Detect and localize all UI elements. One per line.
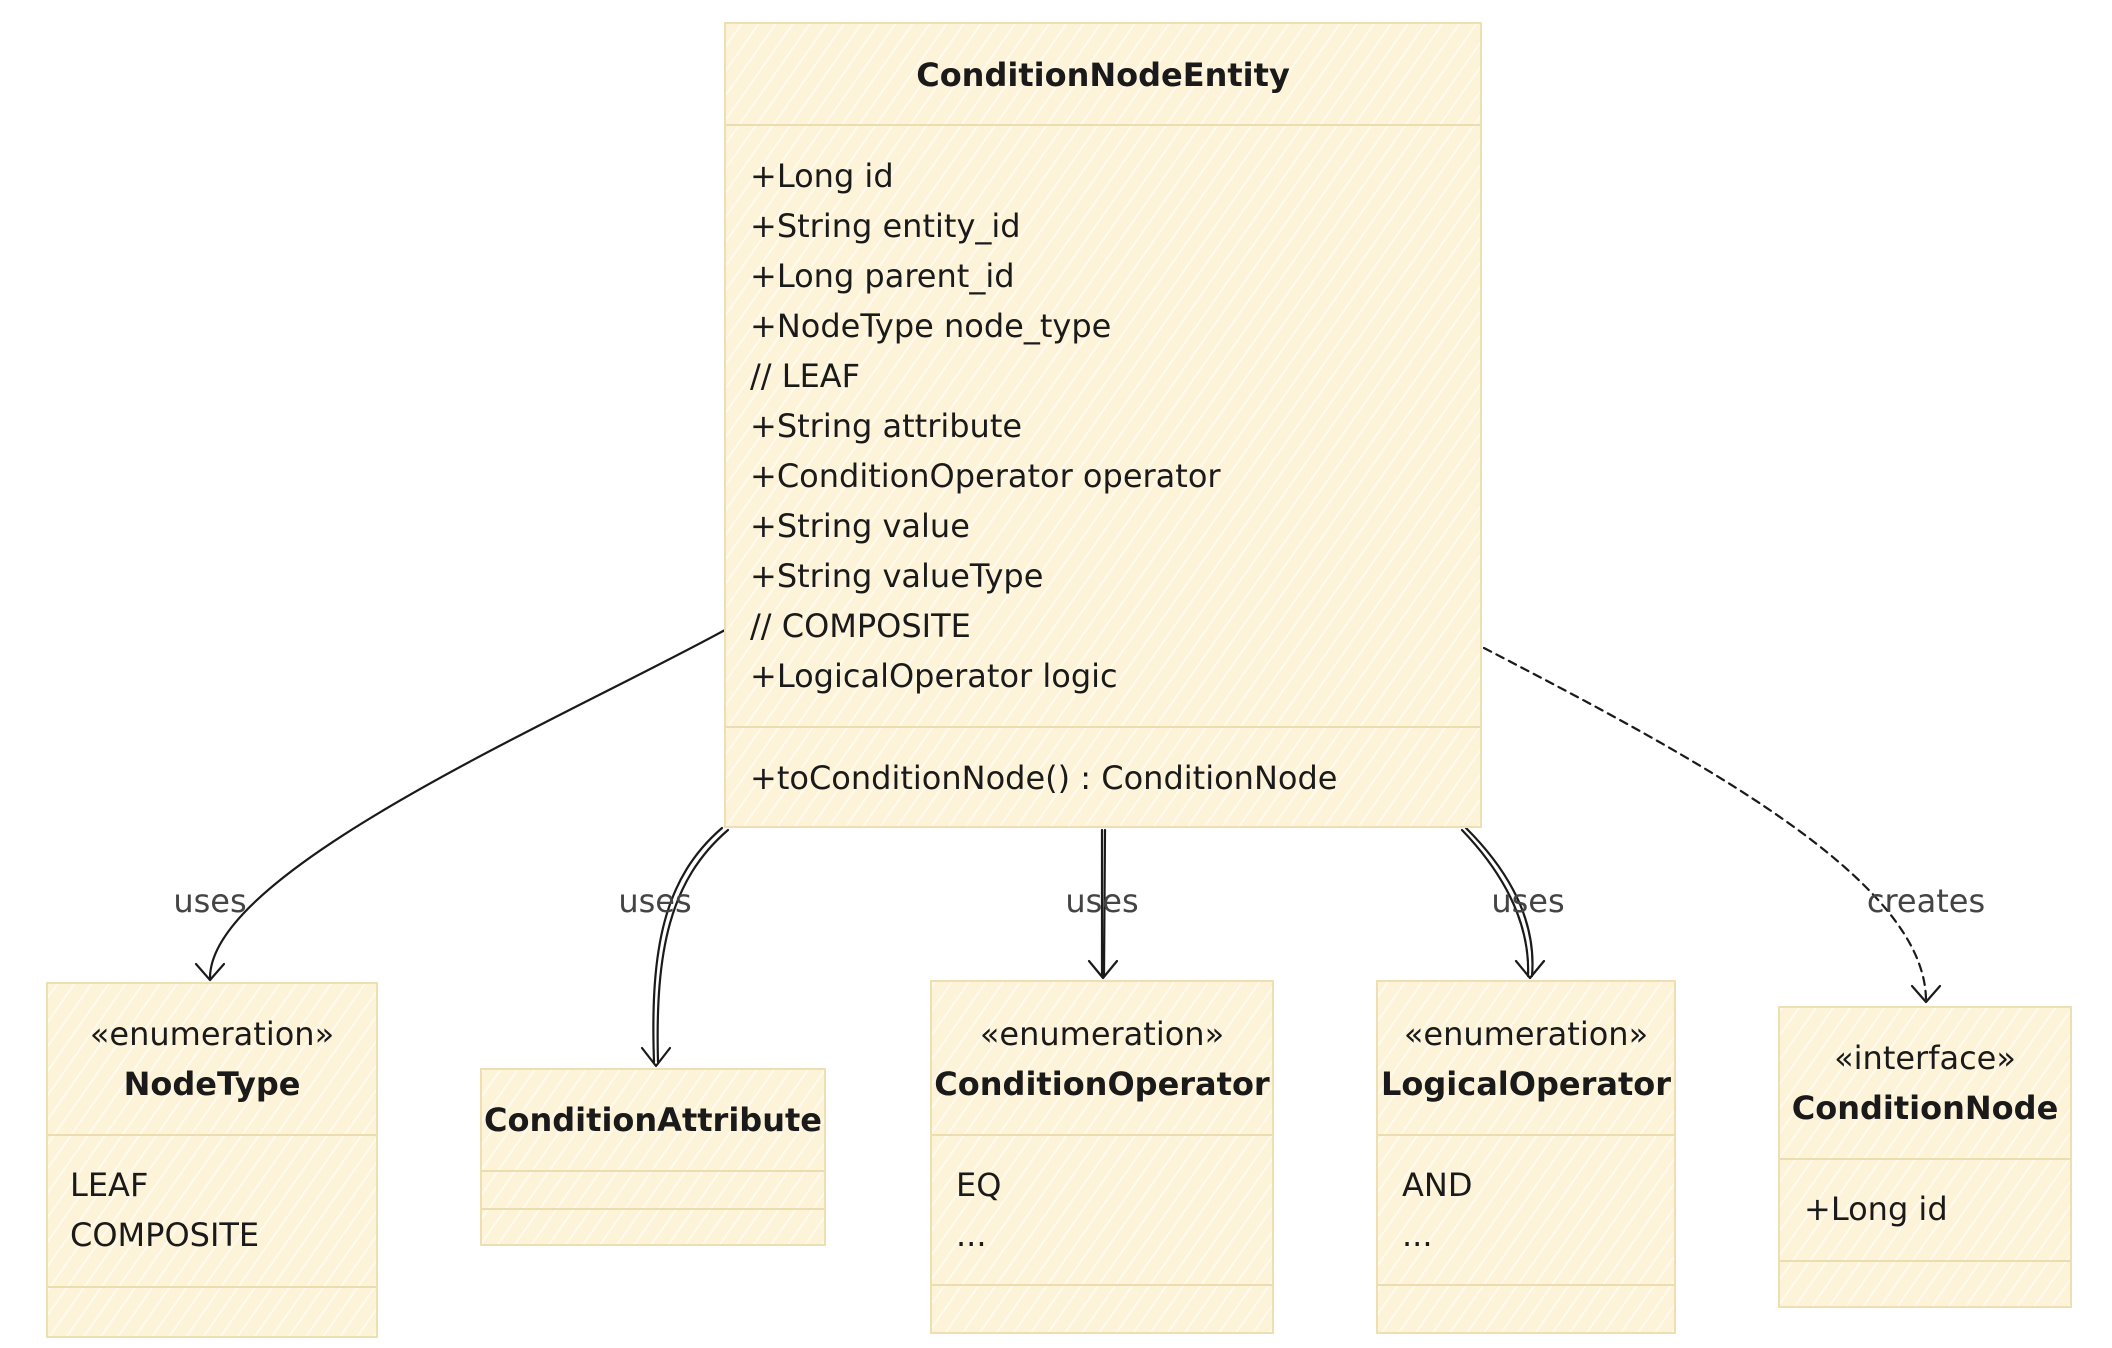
- class-nodetype[interactable]: «enumeration» NodeType LEAF COMPOSITE: [46, 982, 378, 1338]
- arrowhead-conditionoperator: [1087, 959, 1119, 980]
- divider: [726, 726, 1480, 728]
- enum-value: ...: [956, 1216, 987, 1254]
- divider: [726, 124, 1480, 126]
- class-title: ConditionAttribute: [484, 1101, 822, 1139]
- class-conditionoperator[interactable]: «enumeration» ConditionOperator EQ ...: [930, 980, 1274, 1334]
- class-title: ConditionOperator: [934, 1065, 1270, 1103]
- enum-value: EQ: [956, 1166, 1002, 1204]
- arrowhead-conditionattribute: [640, 1046, 672, 1068]
- attribute: +NodeType node_type: [750, 307, 1112, 345]
- divider: [932, 1134, 1272, 1136]
- comment: // LEAF: [750, 357, 861, 395]
- stereotype: «enumeration»: [89, 1015, 335, 1053]
- edge-label-conditionoperator: uses: [1065, 882, 1139, 920]
- arrowhead-nodetype: [194, 962, 226, 982]
- edge-entity-conditionnode: [1482, 646, 1928, 1002]
- attribute: +ConditionOperator operator: [750, 457, 1221, 495]
- class-conditionnodeentity[interactable]: ConditionNodeEntity +Long id +String ent…: [724, 22, 1482, 828]
- class-title: NodeType: [123, 1065, 301, 1103]
- enum-value: AND: [1402, 1166, 1473, 1204]
- divider: [1378, 1134, 1674, 1136]
- attribute: +String entity_id: [750, 207, 1021, 245]
- edge-label-conditionnode: creates: [1866, 882, 1986, 920]
- stereotype: «enumeration»: [1403, 1015, 1649, 1053]
- stereotype: «interface»: [1834, 1039, 2016, 1077]
- attribute: +Long parent_id: [750, 257, 1015, 295]
- attribute: +String attribute: [750, 407, 1023, 445]
- arrowhead-conditionnode: [1910, 984, 1942, 1004]
- attribute: +String value: [750, 507, 970, 545]
- divider: [1780, 1260, 2070, 1262]
- edge-label-logicaloperator: uses: [1491, 882, 1565, 920]
- enum-value: COMPOSITE: [70, 1216, 260, 1254]
- enum-value: LEAF: [70, 1166, 149, 1204]
- edge-label-nodetype: uses: [173, 882, 247, 920]
- class-conditionnode[interactable]: «interface» ConditionNode +Long id: [1778, 1006, 2072, 1308]
- class-logicaloperator[interactable]: «enumeration» LogicalOperator AND ...: [1376, 980, 1676, 1334]
- edge-entity-nodetype: [208, 628, 727, 980]
- method: +toConditionNode() : ConditionNode: [750, 759, 1338, 797]
- class-title: ConditionNode: [1791, 1089, 2059, 1127]
- divider: [932, 1284, 1272, 1286]
- arrowhead-logicaloperator: [1514, 959, 1546, 980]
- enum-value: ...: [1402, 1216, 1433, 1254]
- class-title: ConditionNodeEntity: [916, 56, 1290, 94]
- class-title: LogicalOperator: [1380, 1065, 1672, 1103]
- attribute: +LogicalOperator logic: [750, 657, 1118, 695]
- edge-entity-conditionoperator: [1100, 828, 1107, 978]
- divider: [48, 1134, 376, 1136]
- comment: // COMPOSITE: [750, 607, 971, 645]
- stereotype: «enumeration»: [979, 1015, 1225, 1053]
- divider: [48, 1286, 376, 1288]
- attribute: +String valueType: [750, 557, 1044, 595]
- edge-entity-logicaloperator: [1460, 826, 1534, 978]
- class-conditionattribute[interactable]: ConditionAttribute: [480, 1068, 826, 1246]
- divider: [1378, 1284, 1674, 1286]
- divider: [1780, 1158, 2070, 1160]
- divider: [482, 1208, 824, 1210]
- divider: [482, 1170, 824, 1172]
- attribute: +Long id: [1804, 1190, 1948, 1228]
- attribute: +Long id: [750, 157, 894, 195]
- edge-entity-conditionattribute: [652, 826, 730, 1064]
- edge-label-conditionattribute: uses: [618, 882, 692, 920]
